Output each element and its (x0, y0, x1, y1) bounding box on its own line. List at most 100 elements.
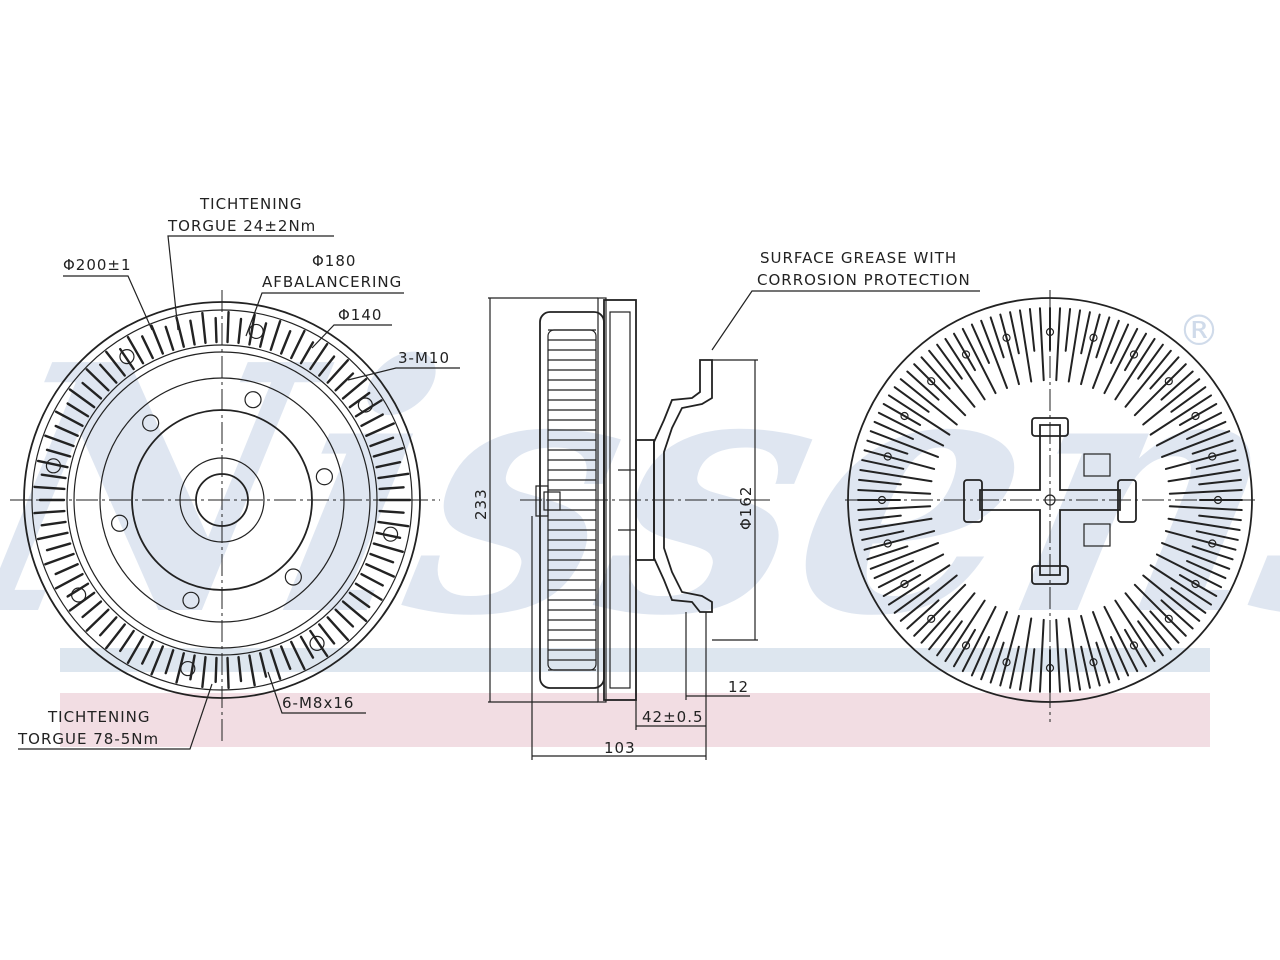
cooling-rib (44, 434, 75, 448)
cooling-rib (248, 654, 256, 687)
rear-fin (1155, 411, 1223, 447)
rear-fin (858, 514, 902, 522)
rear-fin (913, 583, 967, 637)
cooling-rib (360, 572, 384, 587)
tightening-top-line1: TICHTENING (199, 195, 302, 213)
cooling-rib (259, 322, 268, 348)
cooling-ribs (33, 310, 412, 690)
rear-fin (1167, 517, 1241, 532)
rim-hole (248, 323, 264, 340)
cooling-rib (201, 311, 207, 345)
dim-140-label: Φ140 (338, 306, 382, 324)
rear-fin (861, 459, 905, 470)
cooling-rib (54, 410, 84, 428)
cooling-rib (126, 635, 145, 665)
rear-fin (1137, 620, 1164, 657)
rear-dot (1045, 327, 1055, 337)
bolt-hole (142, 414, 160, 432)
cooling-rib (81, 600, 103, 619)
cooling-rib (105, 350, 126, 377)
front-annotations: TICHTENING TORGUE 24±2Nm Φ200±1 Φ180 AFB… (17, 195, 460, 750)
rear-dot (1208, 452, 1217, 461)
cooling-rib (214, 656, 218, 684)
cooling-rib (40, 520, 67, 527)
rear-fin (857, 505, 932, 512)
rear-fin (1038, 307, 1045, 382)
thread-6m8-label: 6-M8x16 (282, 694, 354, 712)
cooling-rib (119, 347, 135, 371)
cooling-rib (105, 623, 126, 650)
cooling-rib (226, 310, 230, 344)
cooling-rib (348, 591, 371, 609)
cooling-rib (378, 509, 405, 514)
rear-fin (1161, 430, 1231, 458)
cooling-rib (309, 629, 329, 658)
rear-fin (1124, 592, 1172, 651)
rear-fin (1149, 564, 1213, 606)
rear-fin (989, 316, 1005, 359)
cooling-rib (269, 320, 282, 351)
cooling-rib (290, 329, 306, 360)
bolt-hole (315, 468, 333, 486)
cooling-rib (369, 552, 395, 564)
cooling-rib (66, 582, 90, 598)
cooling-rib (269, 649, 282, 680)
rear-fin (906, 599, 940, 630)
rear-fin (953, 628, 976, 668)
rear-fin (869, 430, 939, 458)
cooling-rib (150, 324, 165, 355)
cooling-rib (164, 325, 175, 351)
surface-note-line1: SURFACE GREASE WITH (760, 249, 957, 267)
rear-fin (1186, 420, 1227, 440)
rear-fin (1055, 307, 1062, 382)
cooling-rib (175, 652, 185, 684)
rear-fin (1168, 488, 1243, 495)
rear-bolt-dots (877, 327, 1223, 673)
rear-fin (1009, 311, 1020, 355)
rear-fin (920, 356, 951, 390)
rear-fin (1170, 386, 1207, 413)
rear-dot (1089, 658, 1098, 667)
watermark-pink-band (60, 693, 1210, 747)
rear-fin (877, 553, 945, 589)
rear-fin (1038, 618, 1045, 693)
tightening-top-line2: TORGUE 24±2Nm (167, 217, 316, 235)
rear-dot (900, 411, 909, 421)
rim-hole (309, 635, 325, 651)
rear-fin (877, 411, 945, 447)
dim-200-label: Φ200±1 (63, 256, 132, 274)
cooling-rib (348, 391, 371, 409)
cooling-rib (45, 448, 72, 458)
rear-dot (961, 350, 971, 359)
cooling-rib (81, 381, 103, 400)
rear-fin (1114, 599, 1156, 663)
cooling-rib (360, 413, 384, 428)
cooling-rib (372, 446, 404, 458)
rear-fin (1092, 611, 1120, 681)
cooling-rib (99, 363, 118, 384)
rear-fin (928, 349, 976, 408)
rear-fin (1092, 319, 1120, 389)
rear-fin (869, 542, 939, 570)
cooling-rib (214, 316, 218, 344)
rear-fin (873, 420, 914, 440)
rear-dot (927, 377, 936, 386)
rear-dot (961, 641, 971, 650)
rear-dot (1045, 663, 1055, 673)
rear-fin (1149, 356, 1180, 390)
rear-fin (999, 313, 1020, 386)
cooling-rib (237, 317, 243, 345)
cooling-rib (54, 572, 84, 590)
rear-fin (1133, 583, 1187, 637)
rear-fin (1124, 332, 1147, 372)
bolt-hole (244, 391, 262, 409)
rear-fin (1178, 403, 1218, 426)
rear-fin (953, 332, 976, 372)
bolt-hole (284, 568, 302, 586)
rear-fin (980, 319, 1008, 389)
cooling-rib (201, 655, 207, 689)
cooling-rib (309, 342, 329, 371)
rear-fin (1170, 587, 1207, 614)
cooling-rib (40, 473, 67, 480)
rear-fin (887, 564, 951, 606)
